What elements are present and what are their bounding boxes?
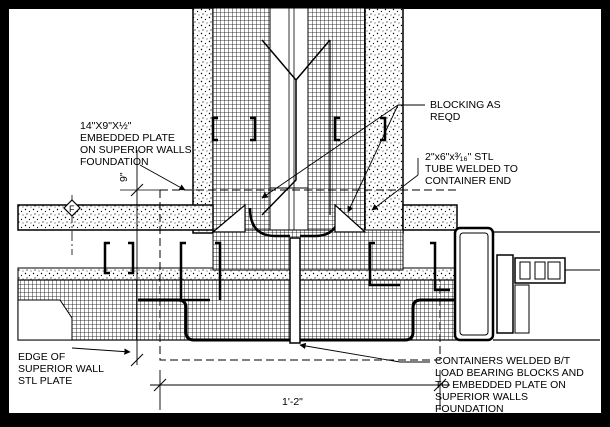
containers-welded-label: CONTAINERS WELDED B/T LOAD BEARING BLOCK… xyxy=(435,355,587,415)
grid-marker-letter: F xyxy=(69,204,75,214)
grid-marker: F xyxy=(63,195,81,255)
right-container-wall xyxy=(453,226,600,342)
edge-plate-label: EDGE OF SUPERIOR WALL STL PLATE xyxy=(18,351,107,387)
upper-left-wall xyxy=(192,7,271,234)
steel-channels xyxy=(103,116,450,302)
left-floor-slab xyxy=(17,204,214,231)
dim-width-label: 1'-2" xyxy=(282,396,303,408)
foundation xyxy=(17,229,459,341)
stl-tube-label: 2"x6"x³⁄₁₆" STL TUBE WELDED TO CONTAINER… xyxy=(425,151,521,187)
embedded-plate-label: 14"X9"X½" EMBEDDED PLATE ON SUPERIOR WAL… xyxy=(80,120,195,168)
center-splice xyxy=(289,237,301,344)
blocking-label: BLOCKING AS REQD xyxy=(430,99,504,123)
foundation-notch xyxy=(17,299,73,341)
plate-dash-outline xyxy=(159,190,441,361)
right-floor-slab xyxy=(402,204,458,231)
upper-right-wall xyxy=(307,7,404,234)
dim-height-label: 9" xyxy=(118,172,130,182)
blocking-left xyxy=(211,203,246,233)
blocking-right xyxy=(334,203,367,233)
